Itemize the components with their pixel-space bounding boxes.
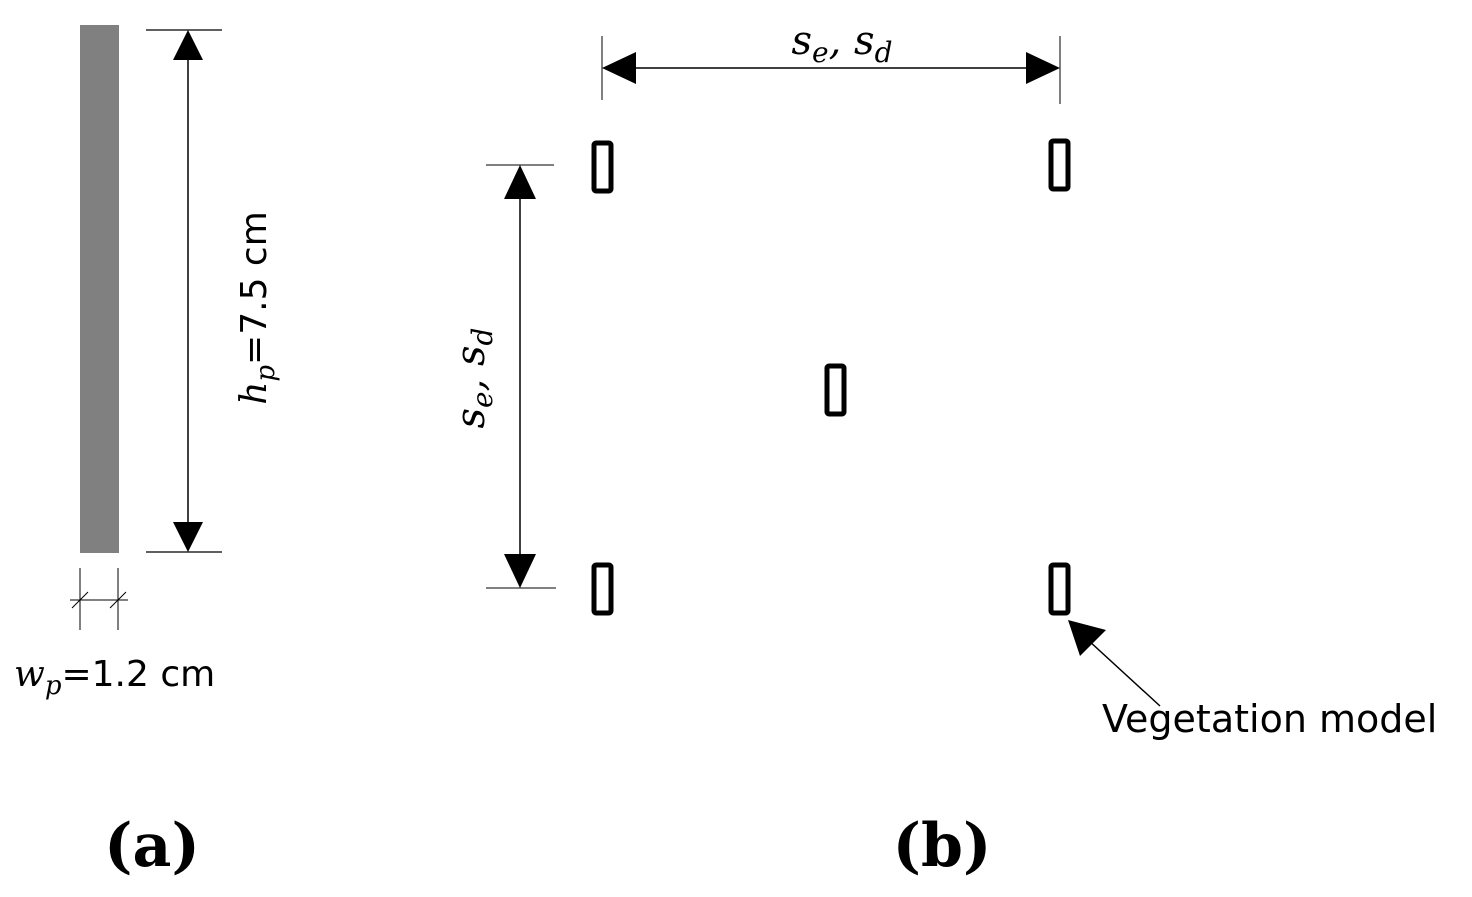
hspacing-label: se, sd (791, 18, 892, 69)
vegetation-plate (80, 25, 119, 553)
vegetation-leader-line (1087, 639, 1161, 707)
height-label: hp=7.5 cm (234, 211, 281, 405)
vegetation-element-top-right (1048, 138, 1071, 192)
vegetation-element-bottom-left (591, 562, 614, 616)
panel-a-label: (a) (104, 811, 200, 881)
vegetation-leader-arrowhead (1068, 620, 1106, 656)
vegetation-element-bottom-right (1048, 562, 1071, 616)
vspacing-label: se, sd (448, 327, 499, 428)
vspacing-arrow-up (504, 165, 536, 199)
panel-a: hp=7.5 cm wp=1.2 cm (a) (14, 25, 281, 881)
vspacing-arrow-down (504, 554, 536, 588)
height-arrow-down (173, 522, 203, 552)
height-arrow-up (173, 30, 203, 60)
vegetation-model-label: Vegetation model (1102, 697, 1437, 741)
hspacing-arrow-left (602, 52, 636, 84)
width-tick-left (71, 591, 89, 609)
width-label: wp=1.2 cm (14, 654, 215, 701)
panel-b-label: (b) (893, 811, 992, 881)
vegetation-element-center (824, 363, 847, 417)
width-tick-right (109, 591, 127, 609)
hspacing-arrow-right (1026, 52, 1060, 84)
panel-b: se, sd se, sd Vegetation model (b) (448, 18, 1437, 881)
vegetation-element-top-left (591, 140, 614, 194)
